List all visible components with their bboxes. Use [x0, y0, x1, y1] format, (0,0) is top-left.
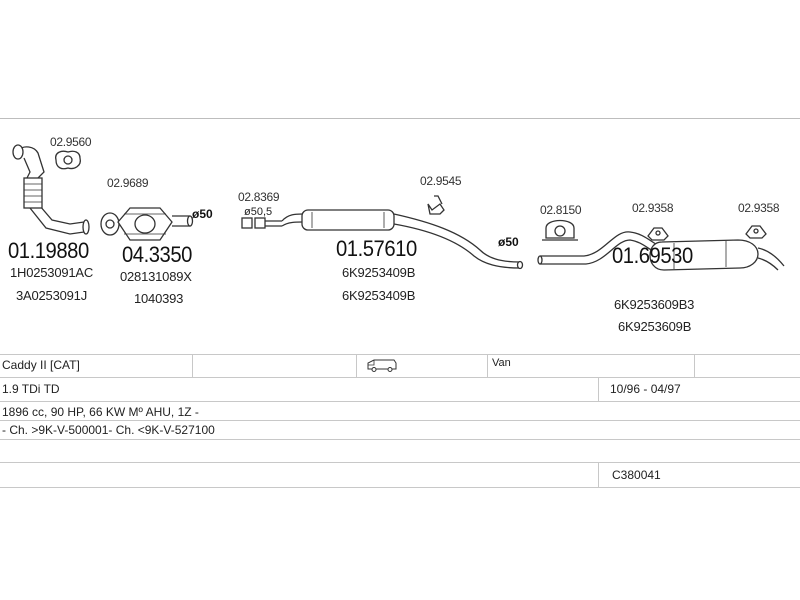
ref-label-9358-b: 02.9358: [738, 201, 780, 215]
engine-spec: 1896 cc, 90 HP, 66 KW Mº AHU, 1Z -: [2, 405, 199, 419]
center-silencer-drawing[interactable]: [281, 209, 524, 270]
top-border: [0, 118, 800, 119]
exhaust-diagram: 02.9560 02.9689 02.8369 02.9545 02.8150 …: [8, 135, 785, 334]
divider: [598, 463, 599, 487]
hanger-9545-drawing[interactable]: [427, 195, 445, 215]
part-code-1a: 1H0253091AC: [10, 265, 94, 280]
divider: [487, 355, 488, 377]
catalog-code: C380041: [612, 468, 661, 482]
catalytic-converter-drawing[interactable]: [117, 207, 194, 241]
model-name: Caddy II [CAT]: [2, 358, 80, 372]
front-pipe-drawing[interactable]: [12, 144, 90, 235]
part-code-4a: 6K9253609B3: [614, 297, 695, 312]
ref-label-9358-a: 02.9358: [632, 201, 674, 215]
ref-label-8150: 02.8150: [540, 203, 582, 217]
ref-label-9560: 02.9560: [50, 135, 92, 149]
part-code-2b: 1040393: [134, 291, 184, 306]
part-number-4[interactable]: 01.69530: [612, 243, 693, 268]
chassis-row: - Ch. >9K-V-500001- Ch. <9K-V-527100: [0, 421, 800, 440]
ref-label-9545: 02.9545: [420, 174, 462, 188]
gasket-9560-drawing[interactable]: [55, 150, 81, 170]
production-period: 10/96 - 04/97: [610, 382, 681, 396]
divider: [598, 377, 599, 401]
diameter-label-2: ø50,5: [244, 206, 273, 218]
part-code-3b: 6K9253409B: [342, 288, 416, 303]
divider: [356, 355, 357, 377]
part-number-2[interactable]: 04.3350: [122, 242, 192, 267]
diameter-label-1: ø50: [192, 207, 213, 221]
rear-silencer-drawing[interactable]: [537, 231, 785, 271]
gasket-9689-drawing[interactable]: [100, 212, 120, 236]
divider: [694, 355, 695, 377]
part-number-3[interactable]: 01.57610: [336, 236, 417, 261]
part-code-2a: 028131089X: [120, 269, 192, 284]
chassis-range: - Ch. >9K-V-500001- Ch. <9K-V-527100: [2, 423, 215, 437]
van-icon: [366, 355, 398, 380]
diameter-label-3: ø50: [498, 235, 519, 249]
body-type: Van: [492, 357, 511, 369]
clamp-8150-drawing[interactable]: [542, 219, 578, 241]
spec-row: 1896 cc, 90 HP, 66 KW Mº AHU, 1Z -: [0, 402, 800, 421]
part-code-3a: 6K9253409B: [342, 265, 416, 280]
engine: 1.9 TDi TD: [2, 382, 60, 396]
model-row: Caddy II [CAT] Van: [0, 354, 800, 378]
engine-row: 1.9 TDi TD 10/96 - 04/97: [0, 377, 800, 402]
blank-row: [0, 440, 800, 463]
exhaust-drawing: [12, 144, 785, 271]
hanger-9358-a-drawing[interactable]: [647, 227, 669, 241]
hanger-9358-b-drawing[interactable]: [745, 225, 767, 239]
part-code-4b: 6K9253609B: [618, 319, 692, 334]
code-row: C380041: [0, 463, 800, 488]
divider: [192, 355, 193, 377]
ref-label-8369: 02.8369: [238, 190, 280, 204]
connector-8369-drawing[interactable]: [241, 217, 282, 229]
part-number-1[interactable]: 01.19880: [8, 238, 89, 263]
part-code-1b: 3A0253091J: [16, 288, 88, 303]
ref-label-9689: 02.9689: [107, 176, 149, 190]
